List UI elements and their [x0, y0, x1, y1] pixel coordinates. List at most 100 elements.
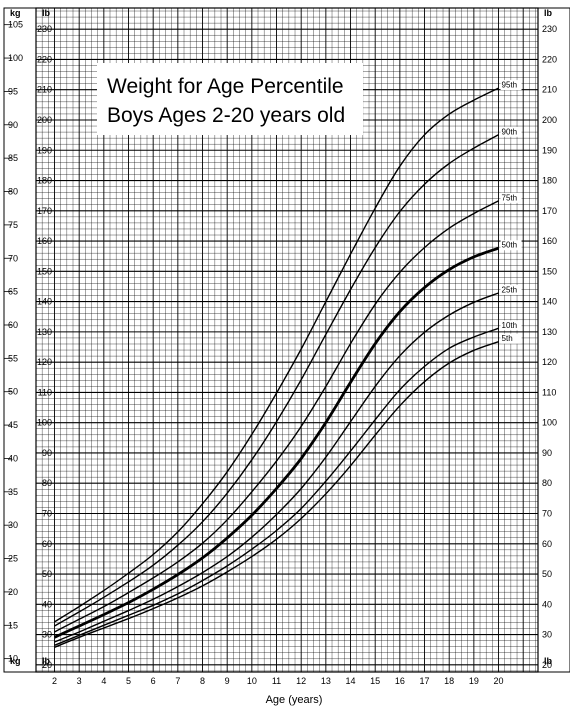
percentile-curve-50th [53, 246, 499, 639]
percentile-label-bg-50th [500, 240, 522, 251]
chart-title-line-2: Boys Ages 2-20 years old [107, 104, 345, 127]
lb-tick-label-left: 100 [37, 418, 52, 428]
outer-frame [3, 7, 570, 673]
chart-title-line-1: Weight for Age Percentile [107, 75, 344, 98]
unit-kg-top-left: kg [10, 8, 21, 18]
unit-lb-bottom-left: lb [42, 656, 51, 666]
x-tick-label: 11 [272, 676, 281, 686]
lb-tick-label-right: 200 [542, 115, 557, 125]
axis-layer: 1015202530354045505560657075808590951001… [4, 8, 557, 686]
title-box: Weight for Age Percentile Boys Ages 2-20… [97, 63, 363, 135]
x-tick-label: 4 [101, 676, 106, 686]
percentile-curve-25th [54, 292, 499, 643]
lb-tick-label-right: 100 [542, 418, 557, 428]
label-layer: 95th 90th 75th 50th 25th 10th 5th [500, 80, 522, 344]
x-tick-label: 18 [444, 676, 454, 686]
kg-tick-label-left: 95 [8, 86, 18, 96]
lb-tick-label-left: 20 [42, 660, 52, 670]
lb-tick-label-left: 220 [37, 54, 52, 64]
percentile-label-75th: 75th [502, 193, 518, 202]
x-tick-label: 2 [52, 676, 57, 686]
kg-tick-label-left: 55 [8, 353, 18, 363]
x-tick-label: 5 [126, 676, 131, 686]
x-tick-label: 6 [151, 676, 156, 686]
lb-tick-label-right: 220 [542, 54, 557, 64]
kg-tick-label-left: 45 [8, 420, 18, 430]
x-tick-label: 12 [296, 676, 306, 686]
x-axis-label: Age (years) [266, 694, 323, 706]
lb-tick-label-left: 230 [37, 24, 52, 34]
percentile-label-bg-25th [500, 284, 522, 295]
lb-tick-label-left: 190 [37, 145, 52, 155]
kg-tick-label-left: 25 [8, 554, 18, 564]
lb-tick-label-right: 20 [542, 660, 552, 670]
percentile-label-bg-5th [500, 333, 522, 344]
percentile-label-95th: 95th [502, 81, 518, 90]
kg-tick-label-left: 85 [8, 153, 18, 163]
lb-tick-label-left: 90 [42, 448, 52, 458]
lb-tick-label-left: 200 [37, 115, 52, 125]
kg-tick-label-left: 60 [8, 320, 18, 330]
lb-tick-label-left: 80 [42, 478, 52, 488]
lb-tick-label-right: 80 [542, 478, 552, 488]
percentile-label-bg-90th [500, 126, 522, 137]
percentile-curve-75th [54, 200, 499, 633]
lb-tick-label-right: 30 [542, 630, 552, 640]
series-layer [53, 87, 499, 648]
lb-tick-label-right: 180 [542, 176, 557, 186]
kg-tick-label-left: 105 [8, 20, 23, 30]
lb-tick-label-left: 60 [42, 539, 52, 549]
lb-tick-label-left: 150 [37, 266, 52, 276]
x-tick-label: 3 [77, 676, 82, 686]
kg-tick-label-left: 40 [8, 453, 18, 463]
lb-tick-label-left: 140 [37, 297, 52, 307]
lb-tick-label-right: 170 [542, 206, 557, 216]
lb-tick-label-left: 30 [42, 630, 52, 640]
x-tick-label: 9 [225, 676, 230, 686]
x-tick-label: 20 [494, 676, 504, 686]
lb-tick-label-left: 130 [37, 327, 52, 337]
unit-lb-top-left: lb [42, 8, 51, 18]
lb-tick-label-right: 50 [542, 569, 552, 579]
lb-tick-label-right: 90 [542, 448, 552, 458]
percentile-curve-90th [54, 134, 499, 627]
kg-tick-label-left: 65 [8, 287, 18, 297]
x-tick-label: 16 [395, 676, 405, 686]
lb-tick-label-left: 70 [42, 508, 52, 518]
lb-tick-label-right: 70 [542, 508, 552, 518]
lb-tick-label-right: 190 [542, 145, 557, 155]
kg-tick-label-left: 20 [8, 587, 18, 597]
lb-tick-label-right: 150 [542, 266, 557, 276]
percentile-curve-95th [54, 87, 499, 623]
percentile-curve-10th [54, 327, 499, 646]
title-box-background [97, 63, 363, 135]
percentile-label-5th: 5th [502, 334, 513, 343]
percentile-label-10th: 10th [502, 321, 518, 330]
unit-lb-top-right: lb [544, 8, 553, 18]
unit-lb-bottom-right: lb [544, 656, 553, 666]
x-tick-label: 14 [346, 676, 356, 686]
lb-tick-label-right: 230 [542, 24, 557, 34]
lb-tick-label-right: 110 [542, 387, 556, 397]
lb-tick-label-left: 120 [37, 357, 52, 367]
unit-kg-bottom-left: kg [10, 656, 21, 666]
percentile-label-50th: 50th [502, 241, 518, 250]
lb-tick-label-left: 180 [37, 176, 52, 186]
kg-tick-label-left: 30 [8, 520, 18, 530]
x-tick-label: 17 [420, 676, 430, 686]
kg-tick-label-left: 90 [8, 120, 18, 130]
kg-tick-label-left: 35 [8, 487, 18, 497]
lb-tick-label-right: 160 [542, 236, 557, 246]
lb-tick-label-left: 160 [37, 236, 52, 246]
lb-tick-label-left: 40 [42, 599, 52, 609]
percentile-label-bg-95th [500, 80, 522, 91]
x-tick-label: 19 [469, 676, 479, 686]
percentile-label-25th: 25th [502, 285, 518, 294]
lb-tick-label-right: 120 [542, 357, 557, 367]
lb-tick-label-left: 210 [37, 85, 52, 95]
lb-tick-label-right: 210 [542, 85, 557, 95]
kg-tick-label-left: 75 [8, 220, 18, 230]
percentile-label-90th: 90th [502, 127, 518, 136]
lb-tick-label-right: 140 [542, 297, 557, 307]
